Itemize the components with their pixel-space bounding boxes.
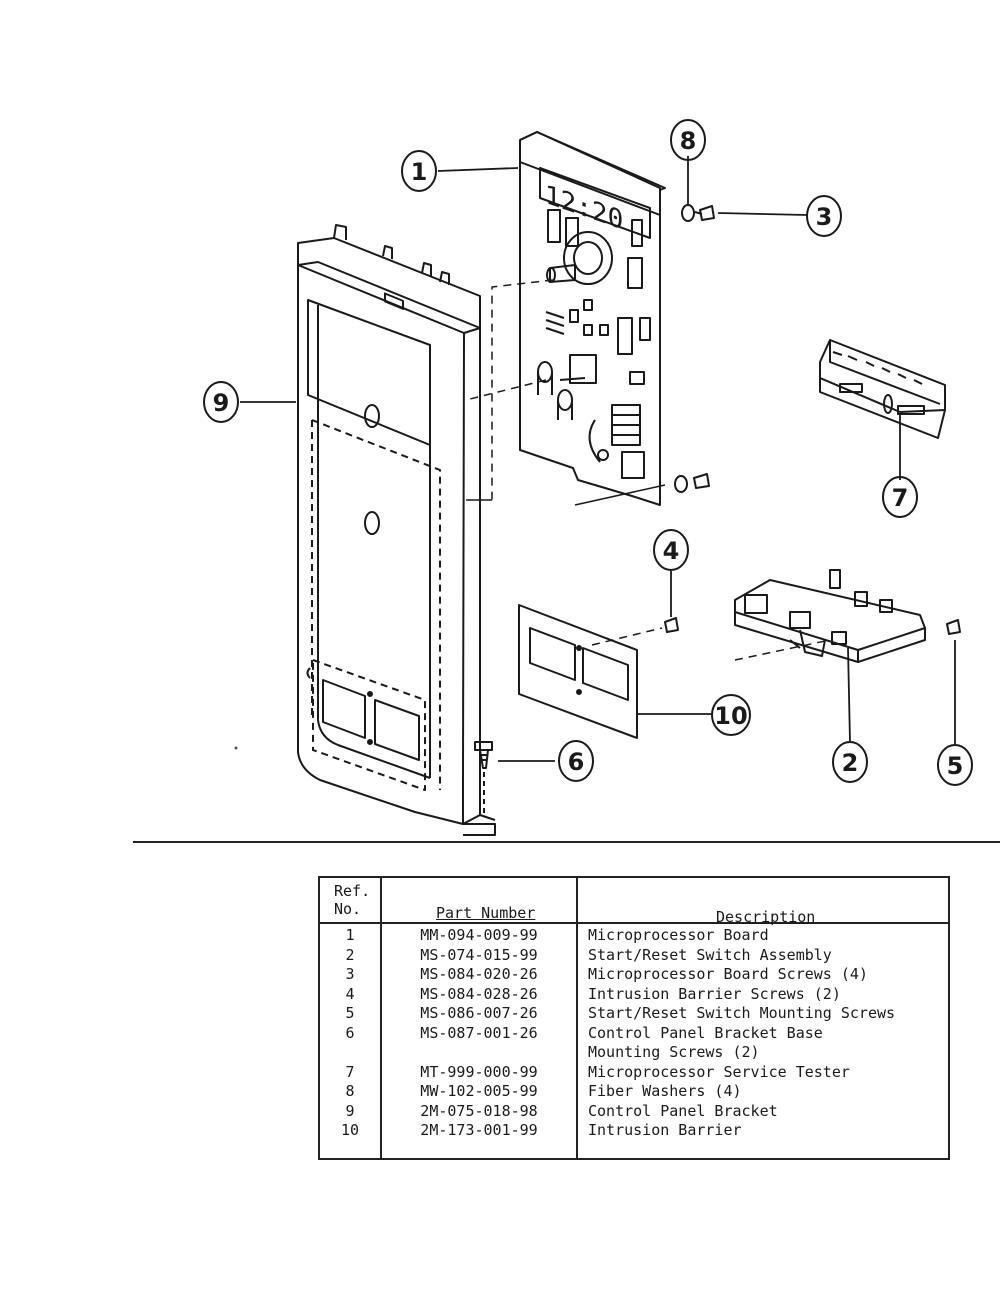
row-description: Start/Reset Switch Assembly [588, 945, 832, 964]
header-part-number: Part Number [436, 904, 536, 922]
row-ref: 8 [345, 1082, 355, 1100]
row-description: Fiber Washers (4) [588, 1082, 742, 1100]
table-row: 5 MS-086-007-26 Start/Reset Switch Mountin… [320, 1004, 948, 1024]
row-description: Control Panel Bracket Base [588, 1023, 823, 1042]
header-ref-line1: Ref. [334, 882, 371, 900]
svg-text:10: 10 [714, 702, 747, 730]
callout-9: 9 [203, 381, 239, 423]
row-ref: 3 [345, 965, 355, 983]
row-part-number: MS-084-020-26 [420, 965, 538, 983]
callout-10: 10 [711, 694, 751, 736]
table-header-rule [320, 922, 948, 924]
exploded-parts-diagram: 12:20 [203, 119, 973, 836]
table-row: 2 MS-074-015-99 Start/Reset Switch Assembl… [320, 946, 948, 966]
row-ref: 10 [340, 1121, 360, 1139]
table-row: 7 MT-999-000-99 Microprocessor Service Tes… [320, 1063, 948, 1083]
callout-6: 6 [558, 740, 594, 782]
svg-text:7: 7 [892, 484, 909, 512]
table-row: Mounting Screws (2) [320, 1043, 948, 1063]
assembly-guide-lines [465, 279, 666, 506]
table-row: 1 MM-094-009-99 Microprocessor Board [320, 926, 948, 946]
table-column-rule-1 [380, 878, 382, 1158]
row-ref: 4 [345, 984, 355, 1003]
table-row: 3 MS-084-020-26 Microprocessor Board Screw… [320, 965, 948, 985]
board-screw-top [694, 205, 715, 221]
table-row: 9 2M-075-018-98 Control Panel Bracket [320, 1102, 948, 1122]
row-description: Microprocessor Service Tester [588, 1062, 850, 1081]
start-reset-switch-assembly [734, 569, 926, 663]
fiber-washer-top [681, 204, 695, 222]
board-display-digits: 12:20 [545, 179, 623, 236]
row-part-number: MS-074-015-99 [420, 945, 538, 964]
row-description: Control Panel Bracket [588, 1101, 778, 1120]
svg-text:8: 8 [680, 127, 697, 155]
parts-table: Ref. No. Part Number Description 1 MM-094… [318, 876, 950, 1160]
row-part-number: MS-086-007-26 [420, 1004, 538, 1022]
board-screw-bottom [693, 473, 710, 489]
row-part-number: 2M-173-001-99 [420, 1121, 538, 1139]
table-row: 10 2M-173-001-99 Intrusion Barrier [320, 1121, 948, 1141]
callout-7: 7 [882, 476, 918, 518]
callout-2: 2 [832, 741, 868, 783]
row-ref: 6 [345, 1023, 355, 1042]
row-part-number: MT-999-000-99 [420, 1062, 538, 1081]
control-panel-bracket [297, 224, 496, 836]
header-description: Description [716, 908, 816, 926]
microprocessor-board: 12:20 [519, 131, 666, 506]
intrusion-barrier-screw [664, 617, 679, 633]
row-ref: 5 [345, 1004, 355, 1022]
switch-mounting-screw [946, 619, 961, 635]
row-description: Microprocessor Board [588, 926, 769, 944]
svg-text:5: 5 [947, 752, 964, 780]
table-row: 4 MS-084-028-26 Intrusion Barrier Screws (… [320, 985, 948, 1005]
section-divider [133, 841, 1000, 843]
table-row: 8 MW-102-005-99 Fiber Washers (4) [320, 1082, 948, 1102]
header-ref-line2: No. [334, 900, 362, 918]
row-description: Start/Reset Switch Mounting Screws [588, 1004, 896, 1022]
row-ref: 9 [345, 1101, 355, 1120]
row-part-number: 2M-075-018-98 [420, 1101, 538, 1120]
row-description: Intrusion Barrier [588, 1121, 742, 1139]
intrusion-barrier [518, 604, 638, 739]
svg-text:3: 3 [816, 203, 833, 231]
table-row: 6 MS-087-001-26 Control Panel Bracket Base [320, 1024, 948, 1044]
callout-8: 8 [670, 119, 706, 161]
row-description: Intrusion Barrier Screws (2) [588, 984, 841, 1003]
callout-5: 5 [937, 744, 973, 786]
svg-text:1: 1 [411, 158, 428, 186]
row-ref: 7 [345, 1062, 355, 1081]
row-description: Microprocessor Board Screws (4) [588, 965, 868, 983]
svg-text:9: 9 [213, 389, 230, 417]
svg-text:2: 2 [842, 749, 859, 777]
row-ref: 1 [345, 926, 355, 944]
callout-4: 4 [653, 529, 689, 571]
callout-1: 1 [401, 150, 437, 192]
row-part-number: MS-084-028-26 [420, 984, 538, 1003]
row-part-number: MM-094-009-99 [420, 926, 538, 944]
row-part-number: MS-087-001-26 [420, 1023, 538, 1042]
leader-lines [240, 156, 956, 762]
header-ref-no: Ref. No. [334, 882, 370, 918]
row-part-number: MW-102-005-99 [420, 1082, 538, 1100]
svg-text:6: 6 [568, 748, 585, 776]
row-ref: 2 [345, 945, 355, 964]
fiber-washer-bottom [674, 475, 688, 493]
table-column-rule-2 [576, 878, 578, 1158]
bracket-base-screw [474, 741, 493, 815]
microprocessor-service-tester [819, 339, 946, 439]
callout-3: 3 [806, 195, 842, 237]
svg-text:4: 4 [663, 537, 680, 565]
row-description: Mounting Screws (2) [588, 1043, 760, 1061]
